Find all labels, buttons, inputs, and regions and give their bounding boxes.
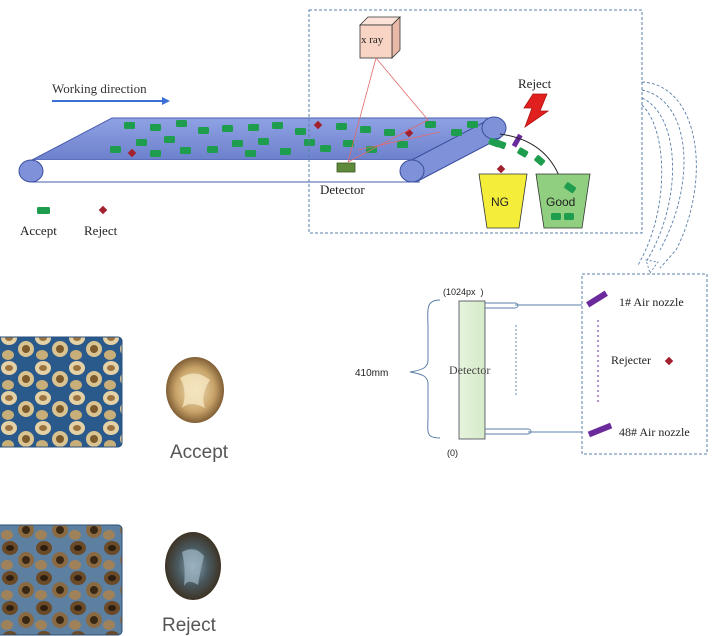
good-bin-label: Good — [546, 195, 575, 209]
nozzle-1-label: 1# Air nozzle — [619, 295, 684, 309]
accept-batch-photo — [0, 336, 123, 448]
detector-bar-label: Detector — [449, 363, 490, 377]
falling-item-1 — [495, 139, 507, 150]
nozzle-48 — [587, 422, 613, 438]
working-direction-label: Working direction — [52, 81, 147, 96]
detector-label: Detector — [320, 182, 365, 197]
end-roller-upper — [481, 116, 507, 140]
inspection-region — [308, 9, 643, 234]
reject-arrow — [523, 93, 550, 129]
left-roller — [18, 159, 44, 183]
falling-reject — [496, 164, 506, 174]
legend-accept-swatch — [37, 207, 50, 214]
legend-reject-swatch — [98, 205, 108, 215]
rejecter-label: Rejecter — [611, 353, 651, 367]
nozzle-detail-box — [581, 273, 708, 455]
working-direction-arrowhead — [162, 97, 170, 105]
reject-caption: Reject — [162, 615, 217, 636]
legend-reject-label: Reject — [84, 223, 118, 238]
rejecter-diamond — [664, 356, 674, 366]
incline-conveyor — [399, 116, 507, 183]
ng-bin-label: NG — [491, 195, 509, 209]
legend-accept-label: Accept — [20, 223, 57, 238]
px-bottom-label: (0) — [447, 448, 458, 458]
detector-connectors — [485, 302, 582, 435]
reject-batch-photo — [0, 524, 123, 636]
air-nozzle-top — [511, 133, 523, 148]
xray-beam — [347, 57, 441, 163]
trajectory-arc — [499, 133, 561, 179]
detector-bar — [458, 300, 486, 440]
width-brace — [409, 299, 441, 439]
xray-label: x ray — [361, 34, 384, 46]
accept-walnut — [166, 357, 224, 423]
nozzle-1 — [586, 290, 608, 308]
ng-bin — [478, 173, 528, 229]
accept-caption: Accept — [170, 442, 229, 463]
falling-item-3 — [534, 155, 546, 166]
reject-walnut — [165, 532, 221, 600]
nozzle-48-label: 48# Air nozzle — [619, 425, 690, 439]
reject-label: Reject — [518, 76, 552, 91]
zoom-connectors — [637, 81, 697, 274]
end-roller-lower — [399, 159, 425, 183]
xray-source — [359, 16, 401, 59]
good-bin — [535, 173, 591, 229]
belt-front-edge — [32, 160, 420, 182]
width-label: 410mm — [355, 368, 388, 379]
falling-item-2 — [517, 147, 529, 158]
detector-block — [336, 162, 356, 173]
px-top-label: (1024px ) — [443, 287, 484, 297]
